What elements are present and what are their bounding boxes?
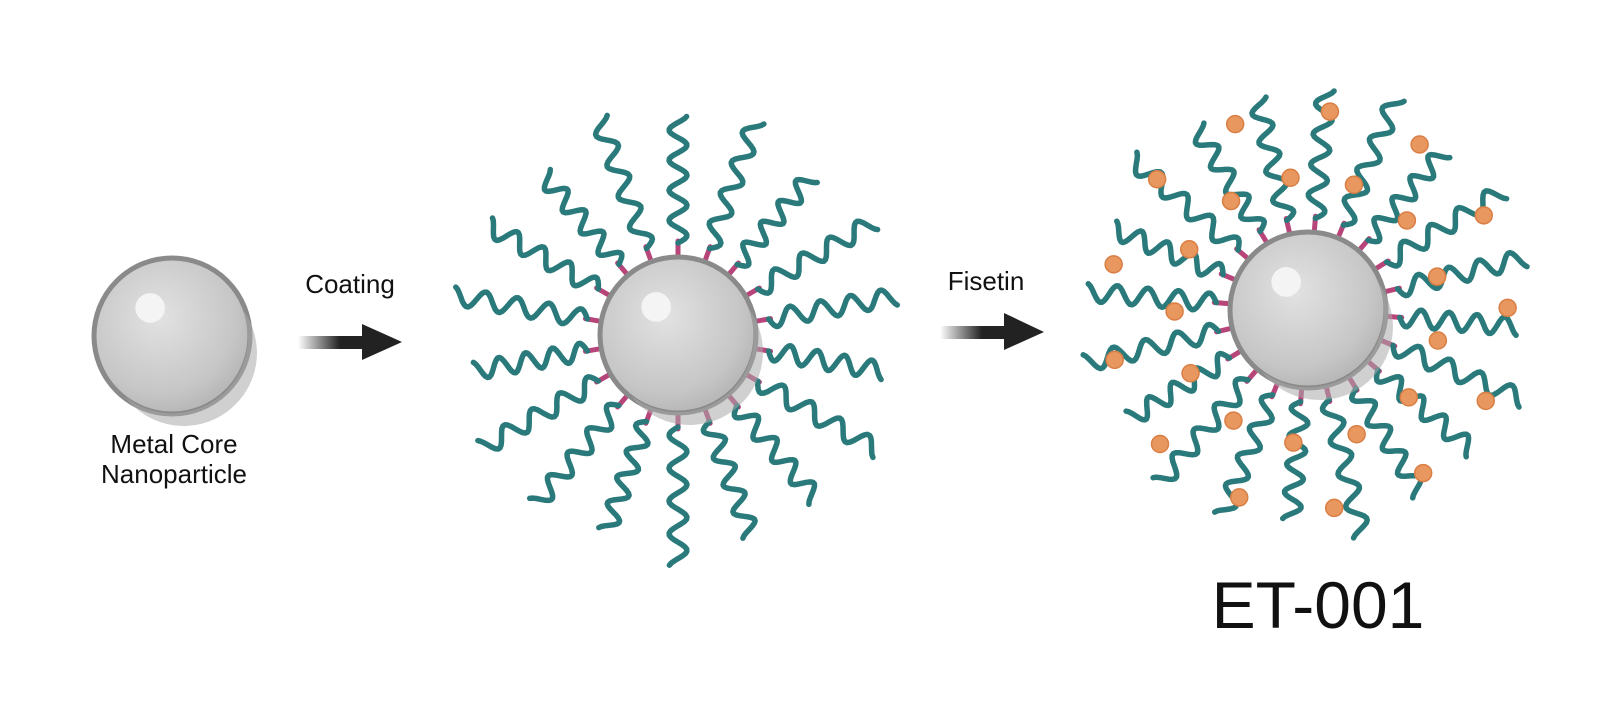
fisetin-arrow xyxy=(940,313,1044,350)
fisetin-molecule-icon xyxy=(1428,331,1448,350)
polymer-chain xyxy=(754,378,876,461)
core-shading xyxy=(631,307,763,426)
polymer-chain xyxy=(596,418,651,531)
polymer-chain xyxy=(666,113,690,246)
fisetin-molecule-icon xyxy=(1104,255,1123,274)
fisetin-molecule-icon xyxy=(1229,488,1249,507)
right-arrow-head-icon xyxy=(362,324,402,360)
fisetin-molecule-icon xyxy=(1147,169,1167,189)
polymer-chain xyxy=(765,343,884,383)
fisetin-molecule-icon xyxy=(1427,267,1447,286)
polymer-chain xyxy=(1348,385,1424,501)
fisetin-molecule-icon xyxy=(1410,135,1429,154)
polymer-chain xyxy=(754,218,881,296)
fisetin-molecule-icon xyxy=(1399,388,1419,407)
polymer-chain xyxy=(1373,367,1472,460)
fisetin-molecule-icon xyxy=(1344,175,1364,195)
polymer-chain xyxy=(1249,94,1297,224)
polymer-chain xyxy=(489,215,602,292)
fisetin-loaded-nanoparticle xyxy=(1080,88,1530,541)
polymer-chain xyxy=(1132,149,1242,253)
core-highlight xyxy=(135,293,165,323)
fisetin-molecule-icon xyxy=(1105,350,1124,370)
polymer-chain xyxy=(1085,281,1220,313)
fisetin-molecule-icon xyxy=(1413,463,1433,483)
right-arrow-head-icon xyxy=(1004,313,1044,350)
fisetin-molecule-icon xyxy=(1179,240,1199,259)
polymer-chain xyxy=(526,401,622,504)
polymer-chain xyxy=(1123,350,1233,423)
polymer-chain xyxy=(1114,218,1226,278)
fisetin-molecule-icon xyxy=(1181,364,1200,383)
polymer-chain xyxy=(541,166,625,268)
polymer-chain xyxy=(453,284,591,327)
core-highlight xyxy=(1271,267,1301,297)
polymer-chain xyxy=(1383,188,1510,269)
polymer-chain xyxy=(731,402,818,508)
polymer-chain xyxy=(700,418,758,541)
polymer-chain xyxy=(1319,396,1370,541)
fisetin-molecule-icon xyxy=(1281,168,1300,188)
fisetin-molecule-icon xyxy=(1397,211,1417,230)
fisetin-molecule-icon xyxy=(1150,434,1170,454)
polymer-chain xyxy=(706,121,767,252)
polymer-chain xyxy=(765,287,901,330)
polymer-chain xyxy=(1396,307,1519,339)
fisetin-molecule-icon xyxy=(1225,114,1245,134)
fisetin-molecule-icon xyxy=(1474,206,1494,225)
core-label-line1: Metal Core xyxy=(110,429,237,459)
coating-arrow xyxy=(298,324,402,360)
fisetin-molecule-icon xyxy=(1221,191,1241,211)
polymer-chain xyxy=(1279,398,1311,522)
right-arrow-icon xyxy=(940,326,1010,339)
polymer-chain xyxy=(475,374,602,452)
coating-step-label: Coating xyxy=(305,269,395,299)
fisetin-molecule-icon xyxy=(1284,433,1303,452)
core-shading xyxy=(125,308,257,427)
core-label-line2: Nanoparticle xyxy=(101,459,247,489)
polymer-chain xyxy=(666,424,690,568)
polymer-chain xyxy=(1365,151,1453,245)
fisetin-molecule-icon xyxy=(1498,298,1517,318)
polymer-chain xyxy=(470,340,591,381)
polymer-chain xyxy=(1394,249,1530,299)
fisetin-molecule-icon xyxy=(1320,102,1340,121)
fisetin-step-label: Fisetin xyxy=(948,266,1025,296)
polymer-chain xyxy=(1340,98,1407,228)
polymer-chain xyxy=(1390,342,1522,410)
polymer-chain xyxy=(1192,120,1268,235)
polymer-chain xyxy=(1080,321,1222,372)
product-name-label: ET-001 xyxy=(1212,568,1425,642)
fisetin-molecule-icon xyxy=(1165,302,1184,321)
polymer-chain xyxy=(1150,376,1251,483)
polymer-coated-nanoparticle xyxy=(453,112,901,568)
polymer-chain xyxy=(734,176,820,269)
fisetin-molecule-icon xyxy=(1224,411,1243,430)
polymer-chain xyxy=(592,112,656,252)
fisetin-molecule-icon xyxy=(1476,391,1496,411)
bare-metal-core-nanoparticle xyxy=(91,255,257,427)
fisetin-molecule-icon xyxy=(1347,424,1366,444)
fisetin-molecule-icon xyxy=(1324,498,1344,518)
core-shading xyxy=(1261,282,1393,401)
core-highlight xyxy=(641,292,671,322)
right-arrow-icon xyxy=(298,336,368,349)
